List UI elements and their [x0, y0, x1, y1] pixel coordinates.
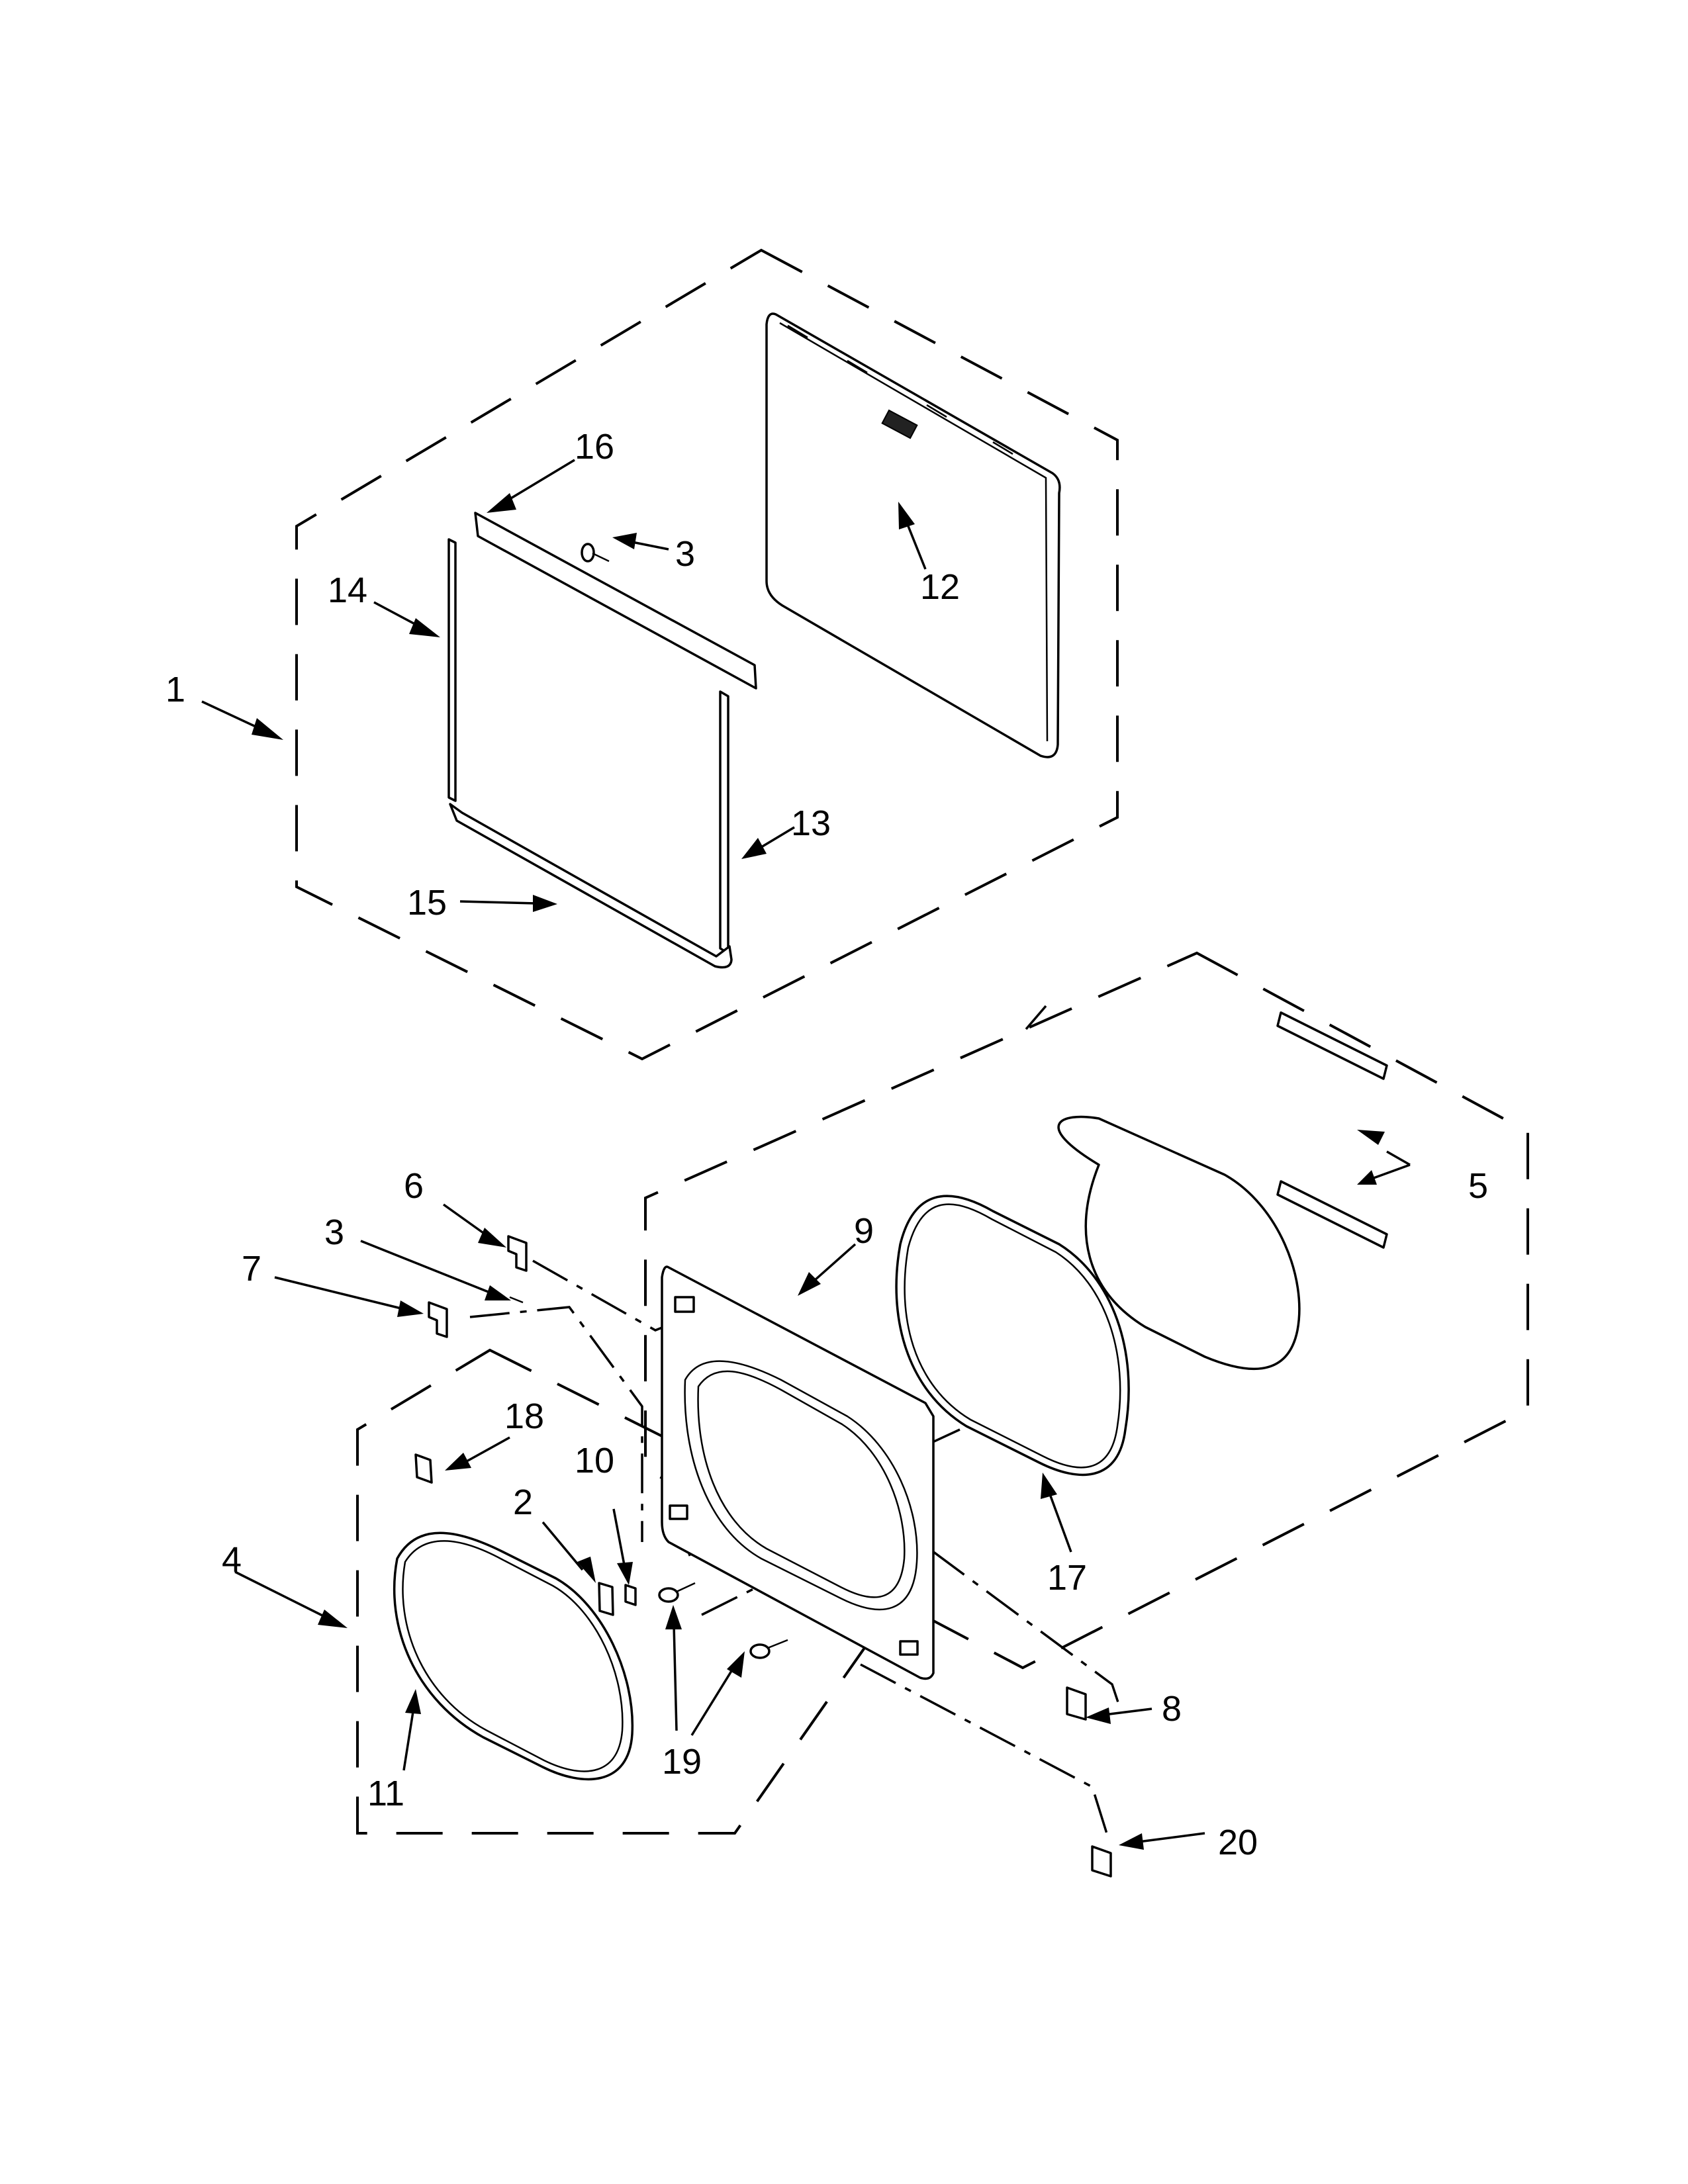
callout-19: 19 — [662, 1742, 702, 1782]
callout-20: 20 — [1218, 1823, 1258, 1862]
hinge-strip-upper — [1276, 1011, 1388, 1080]
inner-door-assembly-boundary — [356, 1348, 875, 1835]
door-screw-lower — [509, 1296, 524, 1304]
hinge-strip-lower — [1276, 1180, 1388, 1249]
door-glass — [1057, 1115, 1301, 1371]
door-screws — [658, 1582, 788, 1659]
end-cap-lower — [1091, 1845, 1112, 1878]
bottom-door-trim — [449, 803, 733, 969]
callout-5: 5 — [1468, 1166, 1488, 1206]
door-frame — [661, 1265, 935, 1680]
callout-14: 14 — [328, 570, 367, 610]
right-door-trim — [719, 690, 729, 954]
callout-4: 4 — [222, 1540, 242, 1580]
hinge-upper — [507, 1235, 528, 1272]
latch-plate — [598, 1582, 614, 1616]
callout-3-upper: 3 — [675, 534, 695, 574]
callout-3-lower: 3 — [324, 1212, 344, 1252]
left-door-trim — [447, 538, 457, 802]
callout-6: 6 — [404, 1166, 424, 1206]
callout-17: 17 — [1047, 1558, 1087, 1598]
callout-12: 12 — [920, 567, 960, 607]
door-frame-parts — [428, 1011, 1388, 1878]
callout-9: 9 — [854, 1211, 874, 1251]
door-frame-assembly-boundary — [644, 951, 1529, 1670]
door-gasket — [895, 1195, 1130, 1477]
callout-15: 15 — [407, 883, 447, 923]
callout-labels: 1 2 3 3 4 5 6 7 8 9 10 11 12 13 14 15 16… — [165, 427, 1488, 1862]
callout-13: 13 — [791, 803, 831, 843]
callout-2: 2 — [513, 1482, 533, 1522]
callout-1: 1 — [165, 670, 185, 709]
top-door-trim — [474, 512, 757, 690]
callout-8: 8 — [1162, 1689, 1182, 1729]
inner-door-parts — [393, 1453, 634, 1781]
upper-door-parts — [447, 312, 1061, 969]
assembly-boundaries — [295, 248, 1529, 1835]
callout-18: 18 — [504, 1396, 544, 1436]
inner-door-ring — [393, 1531, 634, 1781]
small-cap — [414, 1453, 433, 1484]
door-latch — [624, 1584, 637, 1606]
hinge-lower — [428, 1301, 448, 1338]
callout-leaders — [201, 459, 1411, 1850]
callout-10: 10 — [575, 1441, 614, 1480]
top-door-assembly-boundary — [295, 248, 1119, 1061]
callout-16: 16 — [575, 427, 614, 467]
callout-11: 11 — [367, 1774, 404, 1813]
callout-7: 7 — [242, 1249, 261, 1289]
door-screw-upper — [581, 543, 610, 563]
end-cap-upper — [1066, 1686, 1087, 1721]
